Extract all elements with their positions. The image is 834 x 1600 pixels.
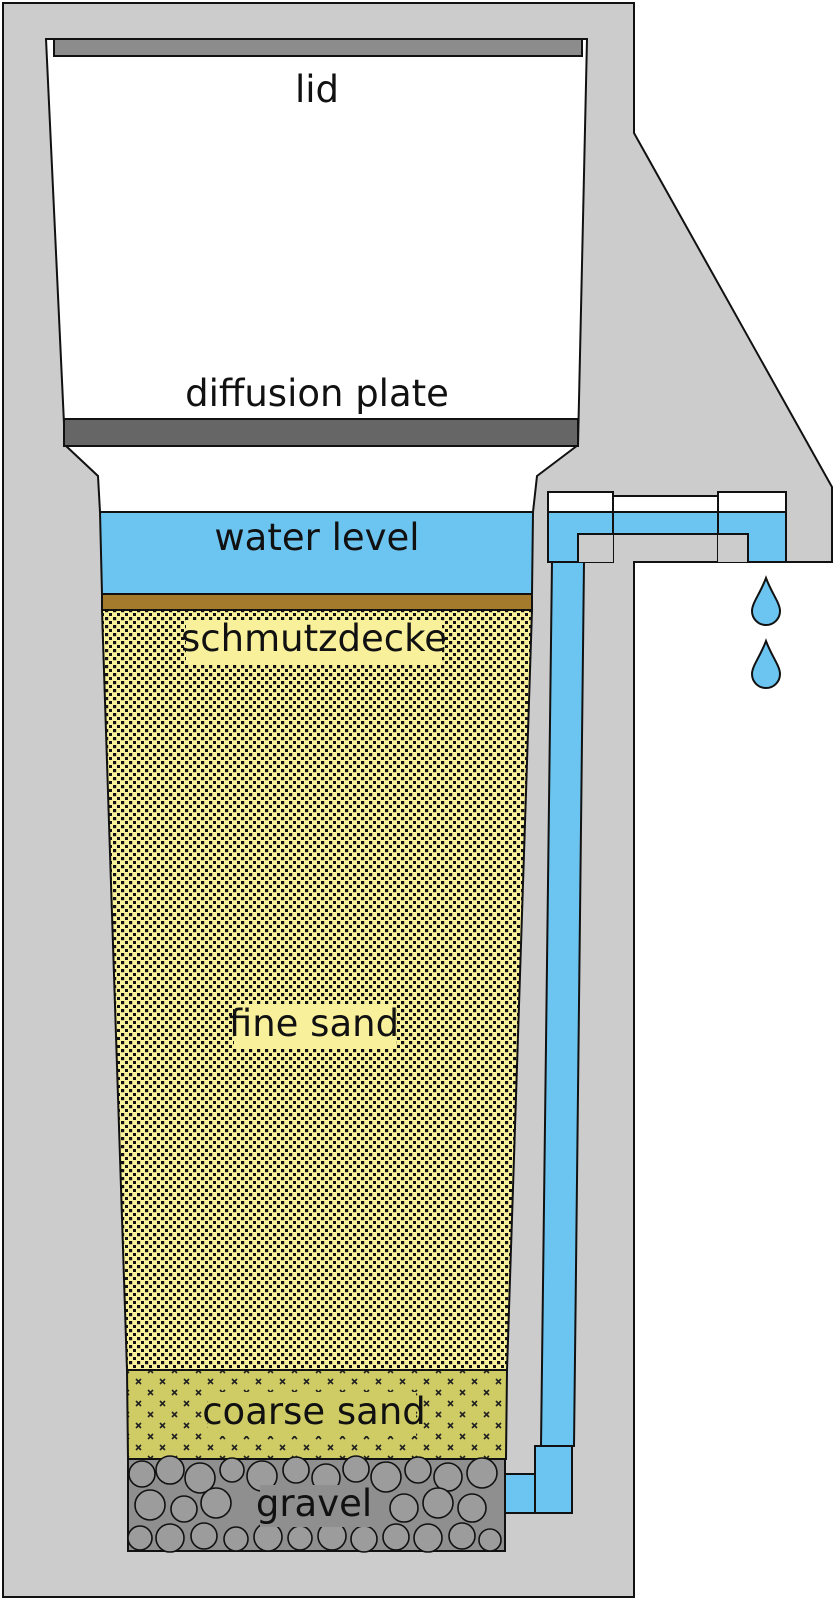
water-drop-icon (750, 638, 782, 689)
water-level-label: water level (214, 516, 419, 559)
schmutzdecke-label: schmutzdecke (181, 617, 447, 660)
lid-label: lid (295, 68, 339, 111)
coarse-sand-label-bg (208, 1392, 416, 1436)
lid (53, 38, 583, 57)
gravel-label: gravel (256, 1482, 372, 1525)
fine-sand-texture (100, 609, 534, 1371)
water-drop-icon (750, 575, 782, 626)
schmutzdecke-label-bg (186, 620, 442, 664)
fine-sand-label-bg (234, 1004, 396, 1048)
diffusion-plate-label: diffusion plate (185, 372, 449, 415)
coarse-sand-label: coarse sand (202, 1390, 426, 1433)
schmutzdecke-layer (101, 593, 533, 611)
fine-sand-label: fine sand (229, 1002, 399, 1045)
diffusion-plate (63, 418, 579, 447)
gravel-label-bg (260, 1485, 370, 1527)
outlet-pipe (504, 491, 787, 1514)
